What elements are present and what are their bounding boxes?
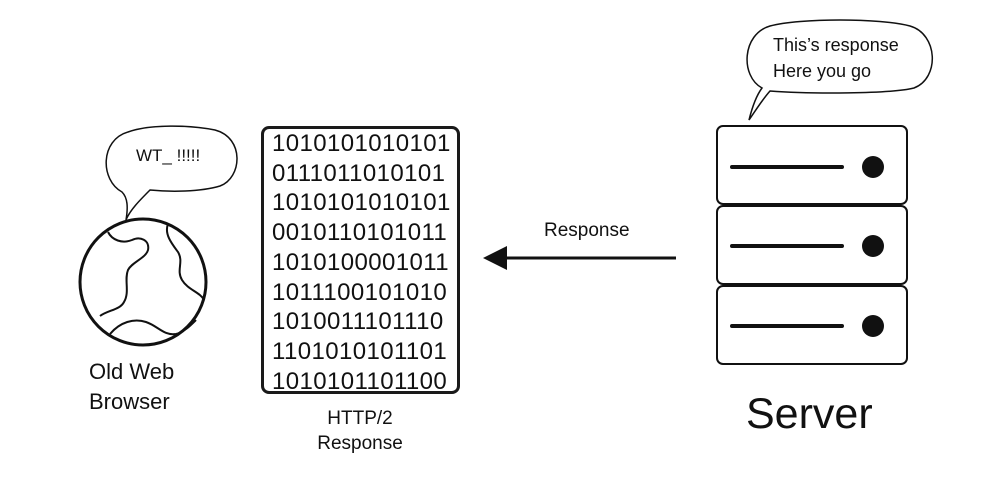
- browser-speech-bubble: [105, 125, 238, 221]
- binary-line: 1011100101010: [272, 278, 448, 306]
- server-speech-bubble: [746, 19, 934, 121]
- binary-line: 1010011101110: [272, 308, 444, 336]
- browser-label: Old Web Browser: [89, 357, 174, 417]
- browser-label-line1: Old Web: [89, 359, 175, 384]
- globe-icon: [78, 217, 208, 347]
- server-rack-icon: [716, 125, 908, 365]
- binary-line: 1101010101101: [272, 337, 448, 365]
- browser-label-line2: Browser: [89, 389, 170, 414]
- server-bubble-line1: This’s response: [773, 35, 899, 55]
- http-caption-line1: HTTP/2: [327, 408, 393, 429]
- arrow-label: Response: [544, 220, 630, 241]
- binary-line: 1010101101100: [272, 367, 448, 395]
- binary-line: 0111011010101: [272, 159, 446, 187]
- server-label: Server: [746, 390, 873, 438]
- binary-line: 0010110101011: [272, 219, 448, 247]
- response-arrow: [483, 246, 676, 270]
- http-caption-line2: Response: [317, 433, 403, 454]
- server-bubble-text: This’s response Here you go: [773, 32, 899, 84]
- http-response-caption: HTTP/2 Response: [300, 406, 420, 456]
- binary-line: 1010101010101: [272, 130, 451, 157]
- binary-payload-box: 1010101010101 0111011010101 101010101010…: [261, 126, 460, 395]
- server-bubble-line2: Here you go: [773, 61, 872, 81]
- binary-line: 1010101010101: [272, 189, 451, 217]
- browser-bubble-text: WT_ !!!!!: [136, 146, 201, 165]
- binary-line: 1010100001011: [272, 248, 449, 276]
